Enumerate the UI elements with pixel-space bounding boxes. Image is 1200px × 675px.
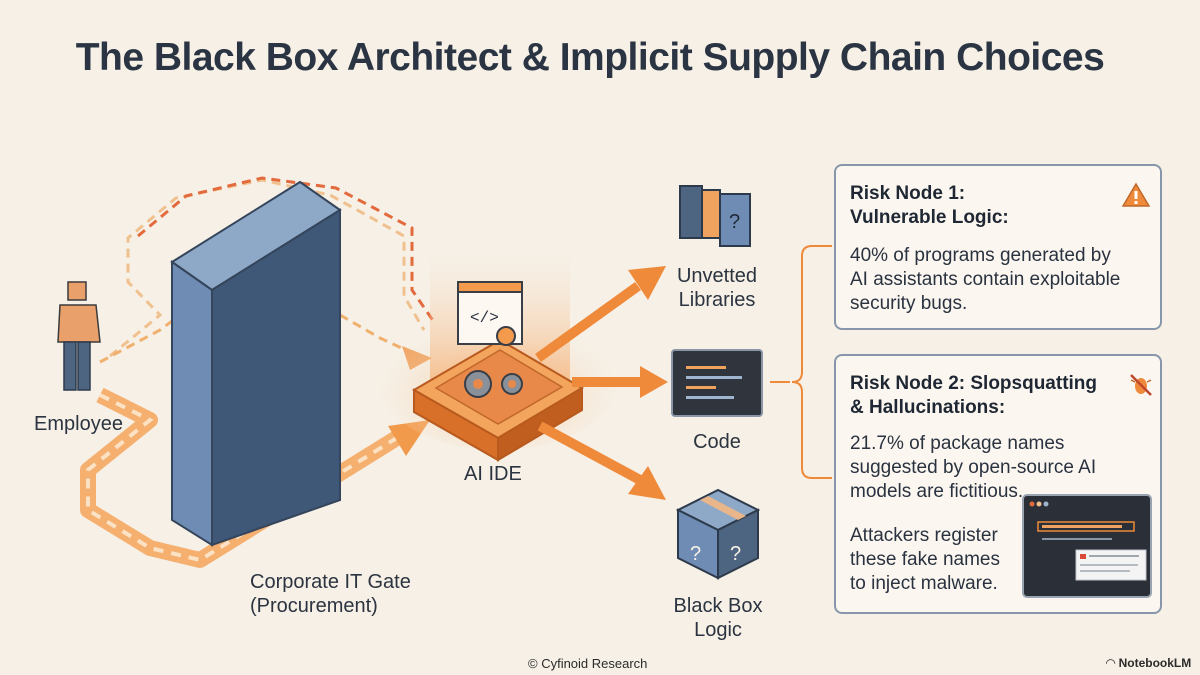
risk-node-1-title: Risk Node 1: Vulnerable Logic: <box>850 182 1009 230</box>
page-title: The Black Box Architect & Implicit Suppl… <box>75 36 1105 79</box>
black-box-cube-icon: ? ? <box>675 488 761 580</box>
bug-blocked-icon <box>1130 374 1152 396</box>
svg-text:</>: </> <box>470 309 499 327</box>
books-icon: ? <box>679 185 751 247</box>
output-arrows <box>535 266 668 500</box>
risk-node-1-line2: AI assistants contain exploitable <box>850 269 1121 290</box>
risk-node-2-line2: suggested by open-source AI <box>850 457 1097 478</box>
risk-node-2-note-line1: Attackers register <box>850 525 998 546</box>
code-window-icon: </> <box>457 281 523 346</box>
svg-text:?: ? <box>730 543 741 565</box>
risk-node-2-title: Risk Node 2: Slopsquatting & Hallucinati… <box>850 372 1097 420</box>
risk-node-2-line3: models are fictitious. <box>850 481 1024 502</box>
risk-node-2-body: 21.7% of package names suggested by open… <box>850 432 1096 504</box>
risk-node-2-note-line2: these fake names <box>850 549 1000 570</box>
risk-node-2-note: Attackers register these fake names to i… <box>850 524 1000 596</box>
employee-label: Employee <box>34 413 123 435</box>
blackbox-label: Black Box Logic <box>660 594 776 642</box>
risk-node-1-line3: security bugs. <box>850 293 968 314</box>
corporate-it-gate-wall <box>170 180 342 547</box>
blackbox-label-line2: Logic <box>694 619 742 641</box>
risk-node-2-note-line3: to inject malware. <box>850 573 998 594</box>
risk-node-2-title-line1: Risk Node 2: Slopsquatting <box>850 373 1098 394</box>
risk-node-2-title-line2: & Hallucinations: <box>850 397 1006 418</box>
risk-node-1-line1: 40% of programs generated by <box>850 245 1111 266</box>
ai-ide-label: AI IDE <box>464 463 522 485</box>
notebooklm-brand-text: NotebookLM <box>1118 656 1192 670</box>
malware-terminal-screenshot <box>1022 494 1152 598</box>
warning-triangle-icon <box>1122 182 1150 207</box>
gate-label-line1: Corporate IT Gate <box>250 571 411 593</box>
risk-connectors <box>770 245 832 479</box>
code-terminal-icon <box>671 349 763 417</box>
blackbox-label-line1: Black Box <box>673 595 763 617</box>
copyright-credit: © Cyfinoid Research <box>528 656 648 671</box>
employee-figure <box>57 281 101 391</box>
risk-node-1-card: Risk Node 1: Vulnerable Logic: 40% of pr… <box>834 164 1162 330</box>
gate-label: Corporate IT Gate (Procurement) <box>250 570 411 618</box>
svg-text:?: ? <box>729 211 740 233</box>
risk-node-1-title-line1: Risk Node 1: <box>850 183 966 204</box>
gate-label-line2: (Procurement) <box>250 595 378 617</box>
notebooklm-logo-icon: ◠ <box>1106 656 1116 670</box>
small-gear-icon <box>496 326 516 346</box>
notebooklm-brand: ◠ NotebookLM <box>1106 656 1191 670</box>
terminal-content-graphic <box>1029 501 1147 581</box>
libraries-label-line1: Unvetted <box>676 265 758 287</box>
svg-text:?: ? <box>690 543 701 565</box>
gear-icon <box>464 370 523 398</box>
libraries-label: Unvetted Libraries <box>662 264 772 312</box>
risk-node-2-line1: 21.7% of package names <box>850 433 1065 454</box>
ai-ide-platform <box>411 338 584 462</box>
libraries-label-line2: Libraries <box>678 289 756 311</box>
risk-node-1-title-line2: Vulnerable Logic: <box>850 207 1009 228</box>
code-label: Code <box>693 431 741 453</box>
risk-node-1-body: 40% of programs generated by AI assistan… <box>850 244 1120 316</box>
risk-node-2-card: Risk Node 2: Slopsquatting & Hallucinati… <box>834 354 1162 614</box>
